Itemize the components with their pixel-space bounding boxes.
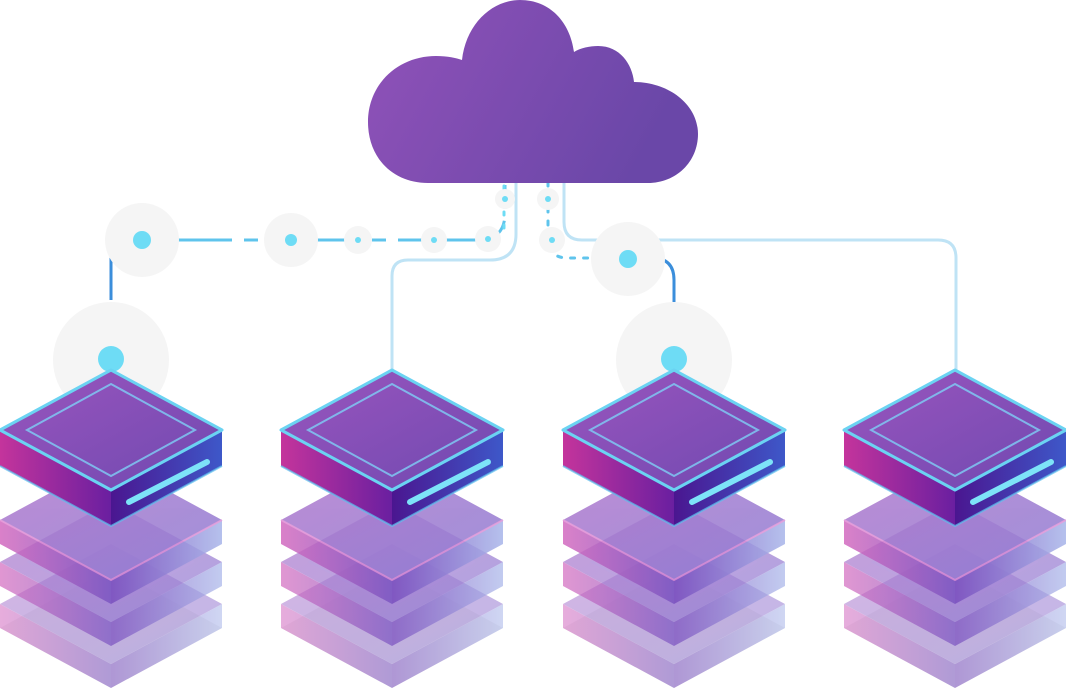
node-dot	[619, 250, 637, 268]
node-dot	[355, 237, 361, 243]
link-server-2	[390, 182, 518, 372]
server-stack-icon	[281, 370, 503, 688]
node-dot	[485, 236, 491, 242]
node-dot	[431, 237, 437, 243]
link-server-4	[562, 182, 958, 372]
cloud-icon	[368, 0, 698, 183]
node-dot	[549, 237, 555, 243]
node-dot	[545, 196, 551, 202]
server-3-dot	[661, 346, 687, 372]
server-stack-icon	[844, 370, 1066, 688]
server-1-dot	[98, 346, 124, 372]
server-stack-icon	[563, 370, 785, 688]
node-dot	[285, 234, 297, 246]
link-server-1-trunk	[142, 185, 507, 242]
node-dot	[502, 196, 508, 202]
connection-lines	[109, 180, 958, 372]
cloud-shape	[368, 0, 698, 183]
server-stack-icon	[0, 370, 222, 688]
node-dot	[133, 231, 151, 249]
